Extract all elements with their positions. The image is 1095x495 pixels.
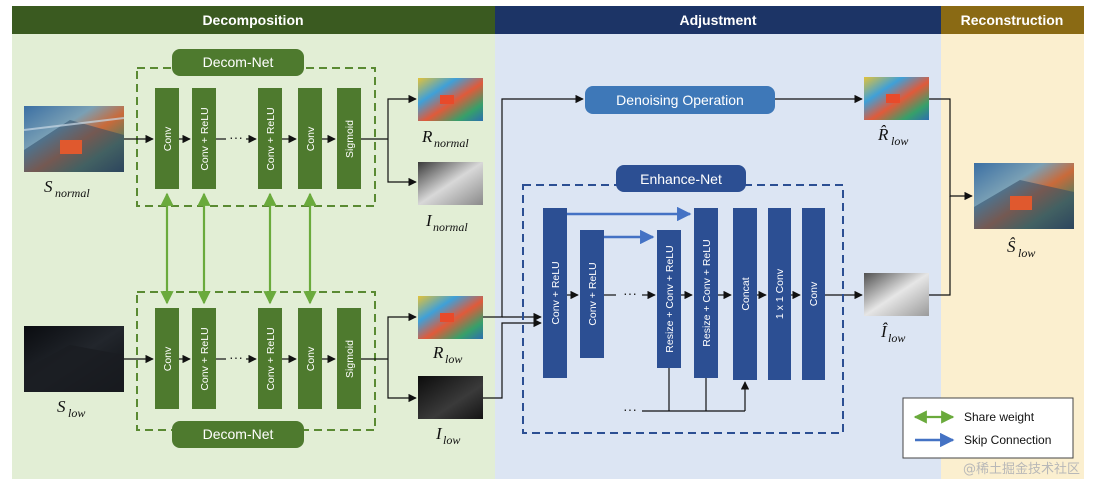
enhance-block-1x1-conv: 1 x 1 Conv	[768, 208, 791, 380]
svg-text:Resize + Conv + ReLU: Resize + Conv + ReLU	[701, 239, 713, 346]
legend-skip-connection-label: Skip Connection	[964, 433, 1051, 447]
s-hat-low-label: Ŝ low	[1007, 237, 1035, 260]
decom-bottom-block-sigmoid: Sigmoid	[337, 308, 361, 409]
decom-bottom-ellipsis: ···	[229, 349, 243, 365]
svg-text:Conv + ReLU: Conv + ReLU	[199, 327, 211, 390]
svg-text:low: low	[888, 331, 905, 345]
r-hat-low-image	[864, 77, 929, 120]
svg-text:I: I	[425, 211, 433, 230]
svg-text:Conv + ReLU: Conv + ReLU	[199, 107, 211, 170]
svg-text:Conv: Conv	[162, 126, 174, 151]
svg-text:low: low	[1018, 246, 1035, 260]
svg-text:R: R	[432, 343, 444, 362]
s-low-image	[24, 326, 124, 392]
decom-top-block-sigmoid: Sigmoid	[337, 88, 361, 189]
svg-text:Resize + Conv + ReLU: Resize + Conv + ReLU	[664, 245, 676, 352]
svg-text:Conv + ReLU: Conv + ReLU	[265, 107, 277, 170]
enhance-ellipsis-top: ···	[623, 285, 637, 301]
svg-text:low: low	[443, 433, 460, 447]
svg-text:low: low	[445, 352, 462, 366]
decom-net-bottom-pill	[172, 421, 304, 448]
i-low-image	[418, 376, 483, 419]
i-hat-low-label: Î low	[880, 322, 905, 345]
svg-text:R: R	[421, 127, 433, 146]
adjustment-header	[495, 6, 941, 34]
svg-text:normal: normal	[433, 220, 468, 234]
decom-top-ellipsis: ···	[229, 129, 243, 145]
svg-text:S: S	[44, 177, 53, 196]
svg-text:Sigmoid: Sigmoid	[344, 340, 356, 378]
watermark: @稀土掘金技术社区	[963, 461, 1080, 477]
decom-bottom-block-conv-1: Conv	[155, 308, 179, 409]
enhance-block-conv-relu-2: Conv + ReLU	[580, 230, 604, 358]
svg-text:Conv + ReLU: Conv + ReLU	[550, 261, 562, 324]
decom-top-connections	[124, 94, 417, 187]
decom-top-block-conv-2: Conv	[298, 88, 322, 189]
r-low-label: R low	[432, 343, 462, 366]
reconstruction-connections	[929, 98, 973, 296]
svg-text:Conv: Conv	[808, 281, 820, 306]
legend-box	[902, 397, 1074, 459]
decom-bottom-block-conv-relu-2: Conv + ReLU	[258, 308, 282, 409]
s-normal-label: S normal	[44, 177, 90, 200]
reconstruction-header	[941, 6, 1084, 34]
enhance-block-resize-conv-relu-1: Resize + Conv + ReLU	[657, 230, 681, 368]
enhance-block-concat: Concat	[733, 208, 757, 380]
r-hat-low-label: R̂ low	[877, 125, 908, 148]
svg-text:Conv: Conv	[305, 346, 317, 371]
decom-top-block-conv-relu-2: Conv + ReLU	[258, 88, 282, 189]
s-normal-image	[23, 106, 125, 172]
enhance-block-resize-conv-relu-2: Resize + Conv + ReLU	[694, 208, 718, 378]
svg-text:low: low	[68, 406, 85, 420]
enhance-net-pill	[616, 165, 746, 192]
svg-text:normal: normal	[434, 136, 469, 150]
svg-text:Î: Î	[880, 322, 888, 341]
skip-connection-arrows	[567, 206, 692, 245]
r-normal-image	[418, 78, 483, 121]
svg-text:S: S	[57, 397, 66, 416]
denoising-operation-pill	[585, 86, 775, 114]
decom-net-top-pill	[172, 49, 304, 76]
s-low-label: S low	[57, 397, 85, 420]
svg-text:Conv: Conv	[305, 126, 317, 151]
enhance-block-conv: Conv	[802, 208, 825, 380]
svg-text:Conv: Conv	[162, 346, 174, 371]
svg-text:Conv + ReLU: Conv + ReLU	[587, 262, 599, 325]
s-hat-low-image	[974, 163, 1074, 229]
decom-bottom-block-conv-relu-1: Conv + ReLU	[192, 308, 216, 409]
reconstruction-title: Reconstruction	[961, 12, 1064, 28]
r-normal-label: R normal	[421, 127, 469, 150]
decom-top-block-conv-1: Conv	[155, 88, 179, 189]
i-hat-low-image	[864, 273, 929, 316]
enhance-ellipsis-bottom: ···	[623, 401, 637, 417]
svg-text:Sigmoid: Sigmoid	[344, 120, 356, 158]
svg-text:I: I	[435, 424, 443, 443]
decom-net-top-title: Decom-Net	[203, 54, 274, 70]
svg-text:Conv + ReLU: Conv + ReLU	[265, 327, 277, 390]
adjustment-connections	[483, 94, 863, 412]
i-low-label: I low	[435, 424, 460, 447]
svg-text:low: low	[891, 134, 908, 148]
enhance-block-conv-relu-1: Conv + ReLU	[543, 208, 567, 378]
decom-net-bottom-title: Decom-Net	[203, 426, 274, 442]
decom-bottom-connections	[124, 312, 417, 403]
share-weight-arrows	[160, 192, 317, 305]
svg-text:R̂: R̂	[877, 125, 889, 144]
decomposition-title: Decomposition	[202, 12, 303, 28]
decom-top-block-conv-relu-1: Conv + ReLU	[192, 88, 216, 189]
svg-text:normal: normal	[55, 186, 90, 200]
r-low-image	[418, 296, 483, 339]
svg-text:1 x 1 Conv: 1 x 1 Conv	[774, 268, 786, 319]
svg-text:Concat: Concat	[740, 277, 752, 310]
i-normal-image	[418, 162, 483, 205]
adjustment-title: Adjustment	[680, 12, 757, 28]
enhance-net-title: Enhance-Net	[640, 171, 722, 187]
denoising-operation-title: Denoising Operation	[616, 92, 744, 108]
legend-share-weight-label: Share weight	[964, 410, 1035, 424]
decomposition-header	[12, 6, 495, 34]
svg-text:Ŝ: Ŝ	[1007, 237, 1016, 256]
i-normal-label: I normal	[425, 211, 468, 234]
decom-bottom-block-conv-2: Conv	[298, 308, 322, 409]
